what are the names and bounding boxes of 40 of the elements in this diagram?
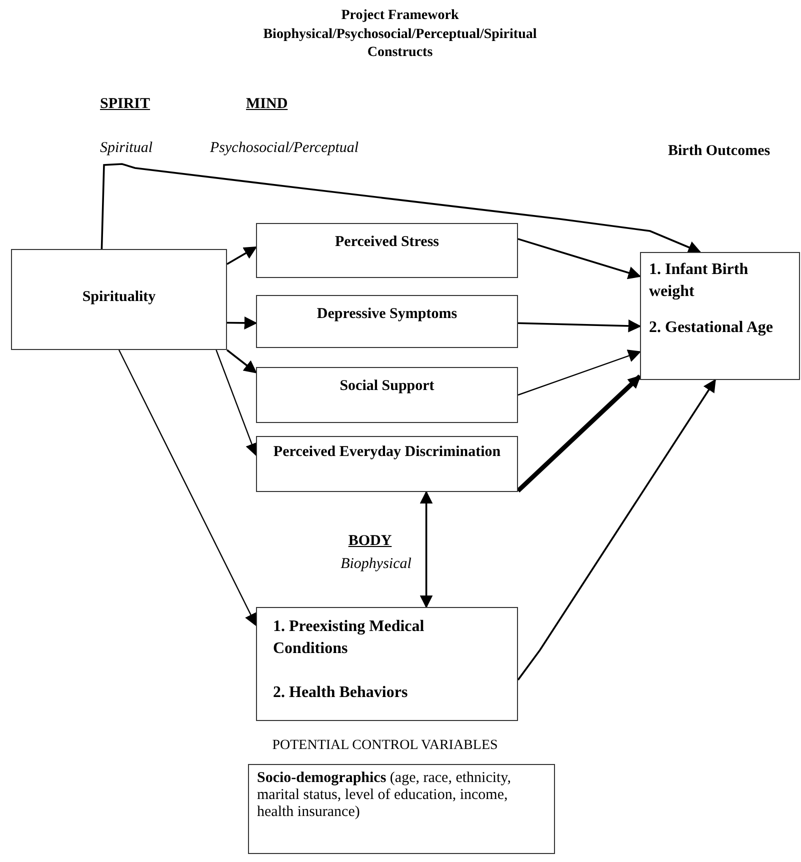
concept-box <box>256 223 518 278</box>
section-subheading: Spiritual <box>100 140 154 157</box>
arrow <box>226 349 258 374</box>
note-box <box>248 764 555 854</box>
box-label: 2. Gestational Age <box>649 318 774 338</box>
outcome-box <box>640 252 800 380</box>
concept-box <box>256 436 518 492</box>
concept-box <box>11 249 227 350</box>
arrow <box>516 374 642 493</box>
box-label: 1. Preexisting Medical Conditions <box>273 617 426 659</box>
box-label: Spirituality <box>82 288 156 306</box>
subtitle: Biophysical/Psychosocial/Perceptual/Spiritual Constructs <box>262 26 538 62</box>
box-label: Social Support <box>340 377 434 395</box>
concept-box <box>256 367 518 423</box>
section-subheading: Psychosocial/Perceptual <box>210 140 360 157</box>
group-heading: POTENTIAL CONTROL VARIABLES <box>271 738 499 754</box>
title: Project Framework <box>340 8 460 24</box>
arrow <box>517 378 716 680</box>
arrow <box>226 246 258 265</box>
arrow <box>118 350 257 626</box>
arrow <box>216 350 258 456</box>
box-label: 2. Health Behaviors <box>273 683 409 703</box>
arrow <box>518 319 642 332</box>
section-heading: SPIRIT <box>100 96 152 113</box>
box-label: Perceived Everyday Discrimination <box>273 443 501 461</box>
concept-box <box>256 607 518 721</box>
arrow <box>420 490 433 608</box>
box-label: Depressive Symptoms <box>316 305 458 323</box>
section-subheading: Biophysical <box>340 556 412 573</box>
section-heading: Birth Outcomes <box>668 143 772 160</box>
arrow <box>518 238 642 280</box>
arrow <box>226 316 258 330</box>
section-heading: MIND <box>246 96 289 113</box>
concept-box <box>256 295 518 348</box>
arrow <box>518 350 642 396</box>
section-heading: BODY <box>347 533 393 550</box>
note-text: Socio-demographics (age, race, ethnicity, marital status, level of education, income, health insurance) <box>257 770 512 821</box>
box-label: 1. Infant Birth weight <box>649 260 750 302</box>
box-label: Perceived Stress <box>335 233 439 251</box>
arrow <box>100 163 702 254</box>
